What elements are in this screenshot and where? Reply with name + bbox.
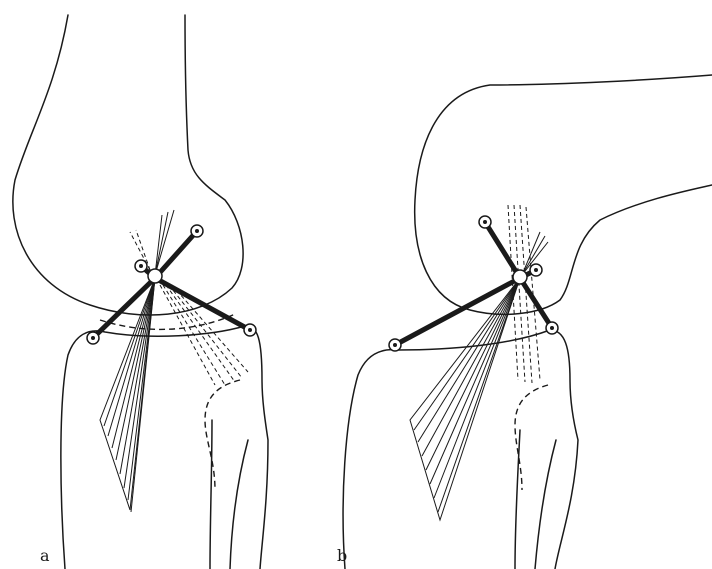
pin-b-upper [479,216,491,228]
pin-a-upper-right [191,225,203,237]
bar-b-upper [485,222,520,278]
pin-b-small [530,264,542,276]
bar-a-right [155,278,250,330]
pin-a-right [244,324,256,336]
fibula-outline-back-a [230,440,248,569]
tibia-outline-a [61,326,268,569]
panel-label-a: a [40,546,50,565]
pin-b-center [513,270,527,284]
panel-a [13,15,268,569]
femur-outline-b [415,75,712,314]
pin-a-left [87,332,99,344]
femur-outline-a [13,15,243,315]
panel-b [343,75,712,569]
fibula-outline-back-b [535,440,556,569]
pin-b-left [389,339,401,351]
fibula-outline-a [210,420,212,569]
fibular-head-dashed-a [205,380,240,490]
pin-a-center [148,269,162,283]
tibia-outline-b [343,330,578,569]
posterior-cruciate-fan-a [160,285,248,385]
panel-label-b: b [337,546,347,565]
meniscus-a [100,314,235,329]
bar-b-right [520,278,552,328]
pin-a-upper-left [135,260,147,272]
pin-b-right [546,322,558,334]
